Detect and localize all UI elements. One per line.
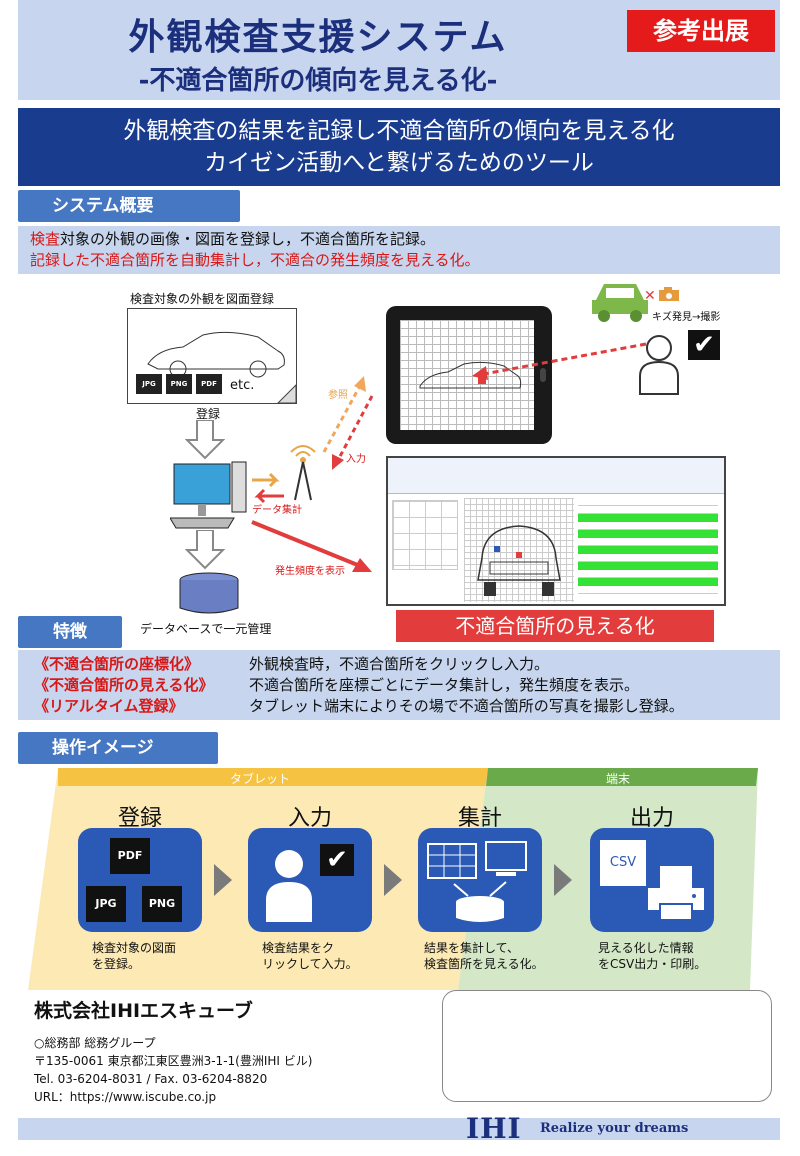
flow-arrow-icon-2 xyxy=(384,864,402,896)
company-name: 株式会社IHIエスキューブ xyxy=(34,1000,253,1022)
company-address: 〒135-0061 東京都江東区豊洲3-1-1(豊洲IHI ビル) xyxy=(34,1054,313,1068)
person-icon xyxy=(266,850,312,922)
step-register-caption: 検査対象の図面 を登録。 xyxy=(92,941,177,971)
operation-heading: 操作イメージ xyxy=(18,732,218,764)
check-icon: ✔ xyxy=(688,330,720,360)
band-tablet-label: タブレット xyxy=(230,772,291,786)
photo-dashed-arrow xyxy=(472,342,647,380)
printer-icon xyxy=(648,866,704,921)
register-label: 登録 xyxy=(196,407,221,421)
refer-label: 参照 xyxy=(328,390,348,401)
flow-arrow-icon-3 xyxy=(554,864,572,896)
show-freq-label: 発生頻度を表示 xyxy=(275,566,345,577)
overview-line1: 検査対象の外観の画像・図面を登録し，不適合箇所を記録。 xyxy=(30,229,435,250)
tagline-line1: 外観検査の結果を記録し不適合箇所の傾向を見える化 xyxy=(123,118,675,144)
step-output-caption: 見える化した情報 をCSV出力・印刷。 xyxy=(598,941,707,971)
antenna-icon xyxy=(290,445,316,501)
step-input-title: 入力 xyxy=(287,806,332,831)
footer-band xyxy=(18,1118,780,1140)
band-terminal-label: 端末 xyxy=(606,772,631,786)
down-arrow-icon xyxy=(185,420,225,460)
company-contact: ○総務部 総務グループ 〒135-0061 東京都江東区豊洲3-1-1(豊洲IH… xyxy=(34,1034,312,1106)
car-front-icon xyxy=(477,525,561,596)
feature-item-2: 《不適合箇所の見える化》不適合箇所を座標ごとにデータ集計し，発生頻度を表示。 xyxy=(34,676,640,694)
check-box-icon: ✔ xyxy=(320,844,354,876)
pdf-file-icon: PDF xyxy=(196,374,222,394)
overview-line1-red: 検査 xyxy=(30,230,61,248)
png-file-icon: PNG xyxy=(166,374,192,394)
csv-icon: CSV xyxy=(600,840,646,886)
feature-item-1: 《不適合箇所の座標化》外観検査時，不適合箇所をクリックし入力。 xyxy=(34,655,550,673)
data-collect-label: データ集計 xyxy=(252,505,302,516)
blank-box xyxy=(442,990,772,1102)
step-register-box: PDF JPG PNG xyxy=(78,828,202,932)
exhibit-badge: 参考出展 xyxy=(627,10,775,52)
show-freq-arrow xyxy=(251,520,372,572)
pdf-icon: PDF xyxy=(110,838,150,874)
overview-heading: システム概要 xyxy=(18,190,240,222)
scratch-label: キズ発見→撮影 xyxy=(652,312,721,323)
step-collect-box xyxy=(418,828,542,932)
scratch-x-icon: ✕ xyxy=(644,288,656,304)
jpg-icon: JPG xyxy=(86,886,126,922)
tagline-band: 外観検査の結果を記録し不適合箇所の傾向を見える化 カイゼン活動へと繋げるためのツ… xyxy=(18,108,780,186)
bidir-arrow-icon xyxy=(252,472,284,504)
step-input-caption: 検査結果をク リックして入力。 xyxy=(262,941,358,971)
refer-input-arrows xyxy=(322,376,374,470)
tablet-device xyxy=(386,306,552,444)
collect-icon xyxy=(427,841,527,922)
tablet-grid-screen xyxy=(400,320,534,430)
step-output-box: CSV xyxy=(590,828,714,932)
db-label: データベースで一元管理 xyxy=(140,622,272,636)
features-heading: 特徴 xyxy=(18,616,122,648)
step-output-title: 出力 xyxy=(629,806,674,831)
page-title: 外観検査支援システム xyxy=(128,17,508,58)
flow-arrow-icon-1 xyxy=(214,864,232,896)
company-url[interactable]: URL：https://www.iscube.co.jp xyxy=(34,1090,217,1104)
features-band xyxy=(18,650,780,720)
tagline-line2: カイゼン活動へと繋げるためのツール xyxy=(204,150,594,176)
desktop-pc-icon xyxy=(170,461,247,529)
visualize-banner: 不適合箇所の見える化 xyxy=(396,610,714,642)
company-tel: Tel. 03-6204-8031 / Fax. 03-6204-8820 xyxy=(34,1072,268,1086)
company-dept: ○総務部 総務グループ xyxy=(34,1036,156,1050)
database-icon xyxy=(179,572,239,614)
step-register-title: 登録 xyxy=(117,806,162,831)
etc-label: etc. xyxy=(230,378,255,393)
brand-slogan: Realize your dreams xyxy=(540,1121,689,1136)
png-icon: PNG xyxy=(142,886,182,922)
camera-icon xyxy=(659,287,679,301)
step-input-box: ✔ xyxy=(248,828,372,932)
overview-line1-rest: 対象の外観の画像・図面を登録し，不適合箇所を記録。 xyxy=(60,230,436,248)
step-collect-caption: 結果を集計して、 検査箇所を見える化。 xyxy=(424,941,544,971)
register-caption: 検査対象の外観を図面登録 xyxy=(130,292,275,306)
analysis-screen xyxy=(386,456,726,606)
overview-line2: 記録した不適合箇所を自動集計し，不適合の発生頻度を見える化。 xyxy=(30,251,480,269)
car-front-grid xyxy=(464,498,574,602)
step-collect-title: 集計 xyxy=(457,806,502,831)
frequency-table xyxy=(578,498,718,602)
down-arrow-icon-2 xyxy=(185,530,225,570)
inspector-person-icon xyxy=(639,335,679,395)
car-icon xyxy=(592,284,648,322)
ihi-logo: IHI xyxy=(466,1112,522,1145)
jpg-file-icon: JPG xyxy=(136,374,162,394)
overview-band xyxy=(18,226,780,274)
feature-item-3: 《リアルタイム登録》タブレット端末によりその場で不適合箇所の写真を撮影し登録。 xyxy=(34,697,684,715)
input-label: 入力 xyxy=(346,454,366,465)
page-subtitle: -不適合箇所の傾向を見える化- xyxy=(138,66,498,96)
